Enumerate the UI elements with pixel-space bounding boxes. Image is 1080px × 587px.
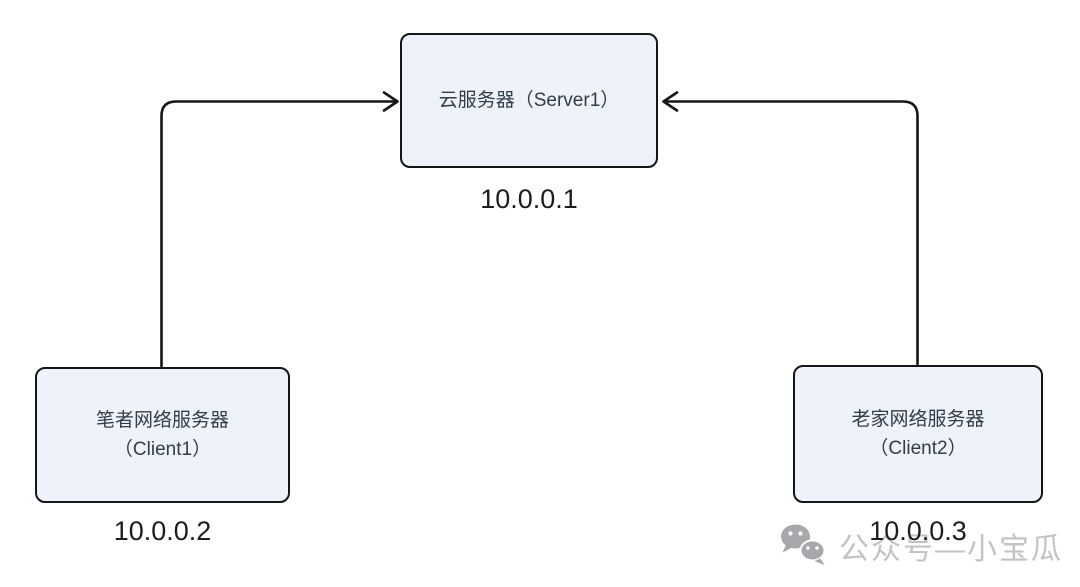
watermark-text: 公众号—小宝瓜 xyxy=(839,533,1063,566)
ip-label-client1: 10.0.0.2 xyxy=(113,516,212,546)
edge-line xyxy=(663,100,919,366)
node-server1-label: 云服务器（Server1） xyxy=(438,89,620,111)
node-client1-sublabel: （Client1） xyxy=(113,439,212,460)
watermark: 公众号—小宝瓜 xyxy=(779,523,1063,569)
node-client2-label: 老家网络服务器 xyxy=(851,408,985,430)
node-client2-sublabel: （Client2） xyxy=(869,438,967,459)
node-client1-label: 笔者网络服务器 xyxy=(95,409,229,431)
arrowhead-left-icon xyxy=(662,91,679,112)
node-server1: 云服务器（Server1） xyxy=(400,33,658,168)
node-client2: 老家网络服务器 （Client2） xyxy=(793,365,1043,503)
edge-client1-to-server1 xyxy=(160,91,399,368)
ip-label-client2: 10.0.0.3 xyxy=(869,516,967,546)
edge-line xyxy=(160,100,398,368)
edge-client2-to-server1 xyxy=(662,91,919,366)
node-client1: 笔者网络服务器 （Client1） xyxy=(35,367,290,503)
wechat-icon xyxy=(781,524,826,565)
arrowhead-right-icon xyxy=(382,91,399,112)
ip-label-server1: 10.0.0.1 xyxy=(480,184,578,214)
